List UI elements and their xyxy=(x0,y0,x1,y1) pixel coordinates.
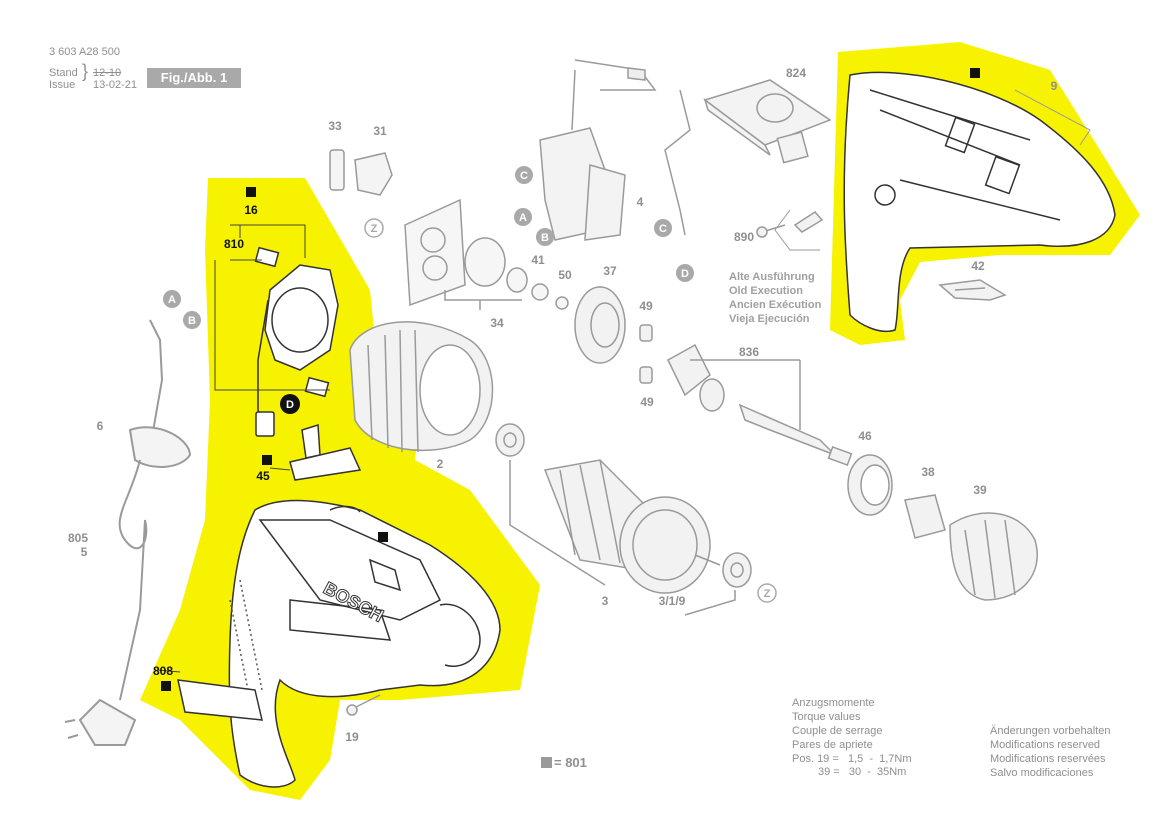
modifications-fr: Modifications reservées xyxy=(990,753,1106,765)
label-46: 46 xyxy=(858,429,872,443)
stand-label: Stand xyxy=(49,67,78,79)
label-890: 890 xyxy=(734,230,754,244)
label-805: 805 xyxy=(68,531,88,545)
armature xyxy=(495,423,752,616)
label-38: 38 xyxy=(921,465,935,479)
old-execution-en: Old Execution xyxy=(729,285,803,297)
callout-c-1: C xyxy=(520,170,528,182)
callout-c-2: C xyxy=(659,223,667,235)
torque-row-39: 39 = 30 - 35Nm xyxy=(818,766,907,778)
part-33-31 xyxy=(329,149,393,196)
callout-d-1: D xyxy=(681,268,689,280)
label-810: 810 xyxy=(224,237,244,251)
bearing-plate xyxy=(404,198,569,310)
torque-row-19: Pos. 19 = 1,5 - 1,7Nm xyxy=(792,753,912,765)
modifications-de: Änderungen vorbehalten xyxy=(990,725,1111,737)
bracket-glyph: } xyxy=(82,61,89,81)
label-49-bottom: 49 xyxy=(640,395,654,409)
switch-assembly xyxy=(539,59,691,241)
gear-train xyxy=(574,286,853,467)
callout-a-2: A xyxy=(519,212,527,224)
legend-text: = 801 xyxy=(554,755,587,770)
torque-title-es: Pares de apriete xyxy=(792,739,873,751)
label-6: 6 xyxy=(97,419,104,433)
stand-date: 12-10 xyxy=(93,67,122,79)
torque-title-de: Anzugsmomente xyxy=(792,697,875,709)
legend: = 801 xyxy=(541,755,587,770)
marker-squares xyxy=(161,68,980,691)
modifications-es: Salvo modificaciones xyxy=(990,767,1094,779)
label-5: 5 xyxy=(81,545,88,559)
brush-holder-810 xyxy=(214,224,339,437)
chuck-assembly xyxy=(847,454,1038,601)
old-execution-note: Alte Ausführung Old Execution Ancien Exé… xyxy=(729,271,822,325)
label-824: 824 xyxy=(786,66,806,80)
callout-b-2: B xyxy=(541,232,549,244)
old-execution-fr: Ancien Exécution xyxy=(729,299,822,311)
modifications-en: Modifications reserved xyxy=(990,739,1101,751)
legend-square-icon xyxy=(541,757,552,768)
label-34: 34 xyxy=(490,316,504,330)
label-42: 42 xyxy=(971,259,985,273)
part-890-42 xyxy=(756,209,1007,301)
callout-z-1: Z xyxy=(371,223,378,235)
label-836: 836 xyxy=(739,345,759,359)
label-33: 33 xyxy=(328,119,342,133)
figure-label: Fig./Abb. 1 xyxy=(147,68,241,88)
label-49-top: 49 xyxy=(639,299,653,313)
label-39: 39 xyxy=(973,483,987,497)
label-31: 31 xyxy=(373,124,387,138)
label-4: 4 xyxy=(637,195,644,209)
label-41: 41 xyxy=(531,253,545,267)
old-execution-es: Vieja Ejecución xyxy=(729,313,810,325)
label-2: 2 xyxy=(437,457,444,471)
callout-a-1: A xyxy=(168,294,176,306)
label-45: 45 xyxy=(256,469,270,483)
label-45 xyxy=(269,424,362,481)
label-50: 50 xyxy=(558,268,572,282)
label-9: 9 xyxy=(1051,79,1058,93)
power-cord xyxy=(64,319,192,746)
housing-half-9 xyxy=(843,71,1116,332)
main-housing xyxy=(228,499,501,788)
label-808 xyxy=(157,669,263,721)
field-coil xyxy=(349,321,494,453)
speed-control-824 xyxy=(703,79,832,164)
screw-19 xyxy=(346,694,381,716)
label-37: 37 xyxy=(603,264,617,278)
old-execution-de: Alte Ausführung xyxy=(729,271,815,283)
part-labels: 33 31 41 50 34 37 49 49 4 824 836 9 890 … xyxy=(68,66,1058,744)
label-3-1-9: 3/1/9 xyxy=(659,594,686,608)
label-19: 19 xyxy=(345,730,359,744)
callout-circles: A B C A B C D D Z Z xyxy=(163,166,777,603)
callout-d-2: D xyxy=(286,399,294,411)
issue-label: Issue xyxy=(49,79,76,91)
issue-date: 13-02-21 xyxy=(93,79,138,91)
label-16: 16 xyxy=(244,203,258,217)
torque-title-en: Torque values xyxy=(792,711,861,723)
callout-z-2: Z xyxy=(764,588,771,600)
label-808: 808 xyxy=(153,664,173,678)
part-number: 3 603 A28 500 xyxy=(49,46,120,58)
callout-b-1: B xyxy=(188,315,196,327)
part-labels-highlighted: 16 810 45 808 xyxy=(153,203,270,678)
torque-title-fr: Couple de serrage xyxy=(792,725,883,737)
label-3: 3 xyxy=(602,594,609,608)
